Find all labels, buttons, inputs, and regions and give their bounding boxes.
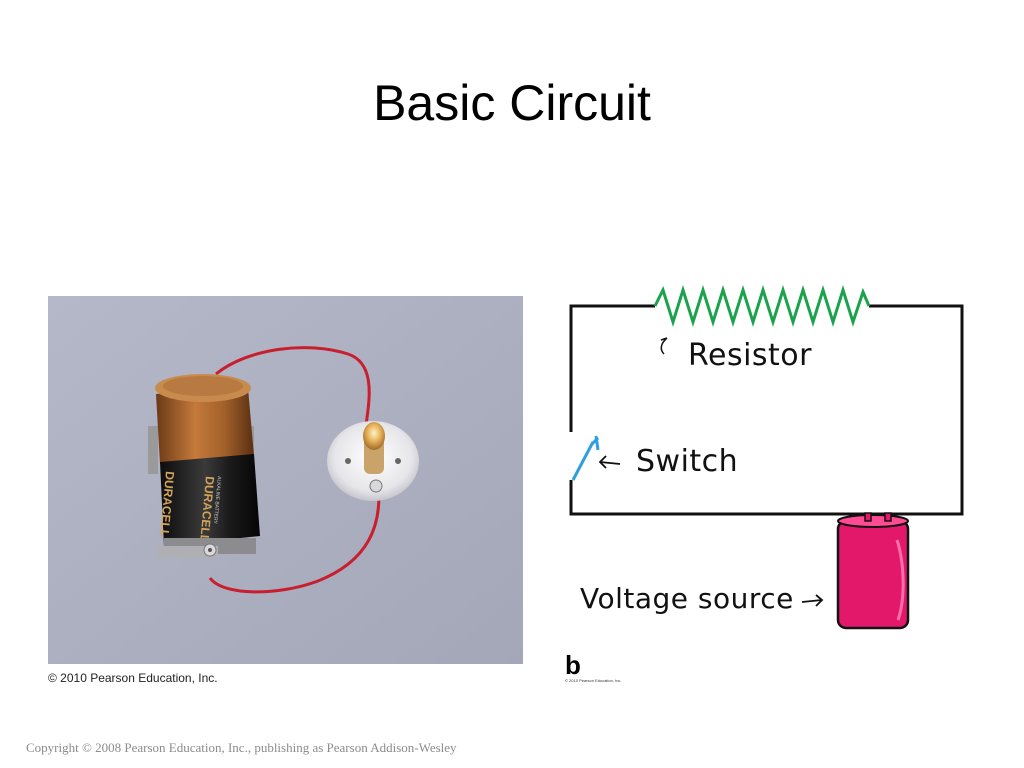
switch-arrow-icon [598, 455, 621, 469]
bulb-photo [327, 421, 419, 501]
red-wire-top [215, 346, 371, 427]
resistor-arrow-icon [660, 337, 668, 355]
slide-title: Basic Circuit [373, 75, 651, 131]
switch-symbol [571, 435, 600, 481]
red-wire-bottom [208, 480, 381, 594]
diagram-credit: © 2010 Pearson Education, Inc. [565, 678, 622, 683]
footer-copyright: Copyright © 2008 Pearson Education, Inc.… [26, 740, 457, 755]
circuit-photo: DURACELL ALKALINE BATTERY DURACELL [48, 296, 523, 664]
diagram-panel-letter: b [565, 650, 581, 680]
battery-symbol [836, 512, 910, 630]
battery-brand-text: DURACELL [197, 476, 217, 543]
resistor-label: Resistor [688, 338, 812, 373]
voltage-source-label: Voltage source [580, 582, 794, 615]
battery-brand-text-side: DURACELL [157, 471, 177, 538]
switch-label: Switch [636, 444, 739, 479]
resistor-symbol [653, 284, 871, 328]
battery-photo: DURACELL ALKALINE BATTERY DURACELL [148, 374, 260, 558]
photo-credit: © 2010 Pearson Education, Inc. [48, 671, 218, 685]
circuit-wire [569, 304, 964, 516]
voltage-arrow-icon [801, 594, 824, 607]
circuit-diagram [569, 284, 964, 630]
battery-subtext: ALKALINE BATTERY [212, 476, 222, 525]
photo-background [48, 296, 523, 664]
